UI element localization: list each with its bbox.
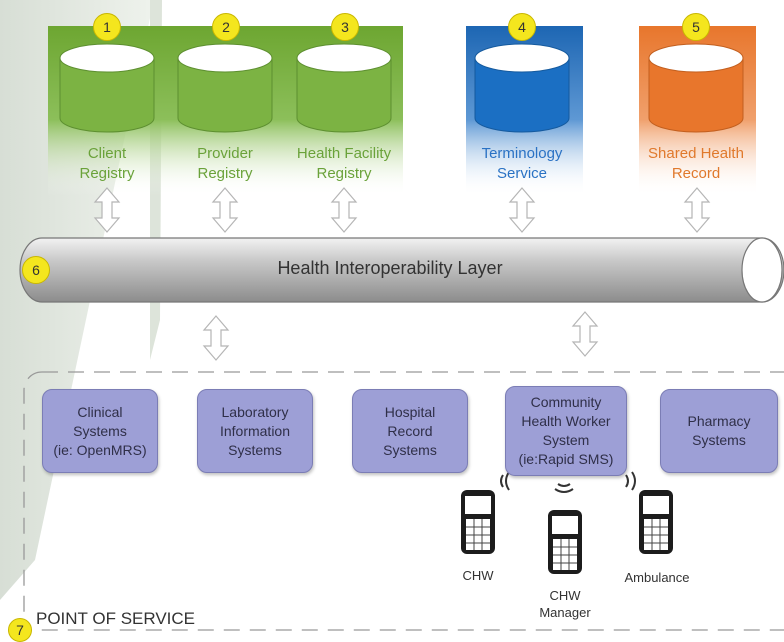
ambulance-device-label: Ambulance xyxy=(624,570,690,585)
terminology-service-label: Terminology Service xyxy=(481,145,563,182)
layer-badge: 6 xyxy=(22,256,50,284)
chw-system-box: Community Health Worker System (ie:Rapid… xyxy=(505,386,627,476)
clinical-systems-box: Clinical Systems (ie: OpenMRS) xyxy=(42,389,158,473)
signal-waves-icon xyxy=(500,471,636,493)
registry-5-badge: 5 xyxy=(682,13,710,41)
provider-registry-db-icon xyxy=(177,43,273,133)
registry-1-badge: 1 xyxy=(93,13,121,41)
point-of-service-badge: 7 xyxy=(8,618,32,642)
health-facility-registry-db-icon xyxy=(296,43,392,133)
chw-device-label: CHW xyxy=(462,568,494,583)
provider-registry-label: Provider Registry xyxy=(197,145,253,182)
registry-4-badge: 4 xyxy=(508,13,536,41)
hospital-record-systems-box: Hospital Record Systems xyxy=(352,389,468,473)
interoperability-layer-label: Health Interoperability Layer xyxy=(277,258,503,278)
registry-2-badge: 2 xyxy=(212,13,240,41)
chw-system-label: Community Health Worker System (ie:Rapid… xyxy=(518,394,614,467)
client-registry-db-icon xyxy=(59,43,155,133)
pharmacy-systems-box: Pharmacy Systems xyxy=(660,389,778,473)
pharmacy-systems-label: Pharmacy Systems xyxy=(687,413,751,448)
pos-left-arrow-icon xyxy=(203,315,229,361)
client-registry-label: Client Registry xyxy=(79,145,135,182)
laboratory-systems-label: Laboratory Information Systems xyxy=(219,403,291,458)
chw-manager-phone-icon xyxy=(548,510,582,574)
shared-health-record-db-icon xyxy=(648,43,744,133)
hospital-record-systems-label: Hospital Record Systems xyxy=(383,403,437,458)
chw-phone-icon xyxy=(461,490,495,554)
point-of-service-title: POINT OF SERVICE xyxy=(36,609,196,628)
ambulance-phone-icon xyxy=(639,490,673,554)
clinical-systems-label: Clinical Systems (ie: OpenMRS) xyxy=(53,403,147,458)
health-facility-registry-label: Health Facility Registry xyxy=(296,145,392,182)
chw-manager-device-label: CHW Manager xyxy=(539,588,591,620)
pos-right-arrow-icon xyxy=(572,311,598,357)
registry-3-badge: 3 xyxy=(331,13,359,41)
interoperability-layer-pipe xyxy=(19,237,784,303)
shared-health-record-label: Shared Health Record xyxy=(648,145,744,182)
point-of-service-boundary xyxy=(23,371,784,631)
terminology-service-db-icon xyxy=(474,43,570,133)
laboratory-systems-box: Laboratory Information Systems xyxy=(197,389,313,473)
